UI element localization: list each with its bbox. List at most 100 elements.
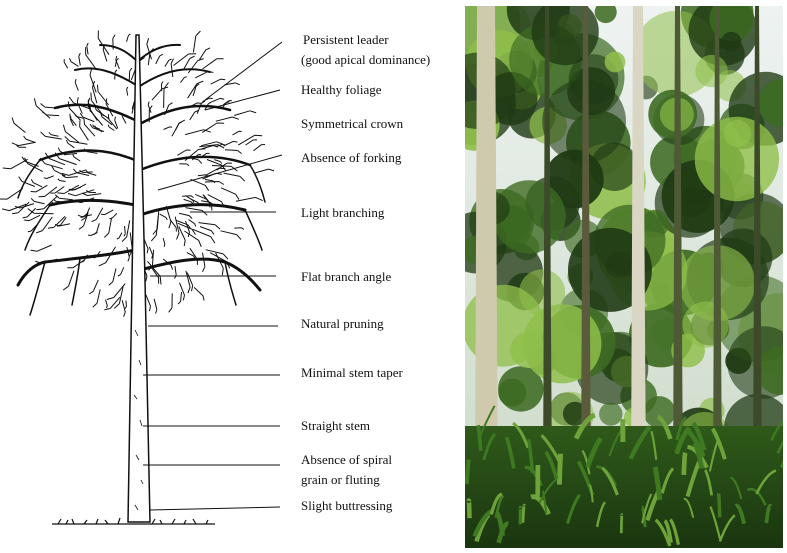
leaf-cluster [519, 269, 565, 315]
fern-frond [469, 501, 470, 519]
twig [176, 122, 182, 130]
label-straight-stem: Straight stem [301, 418, 370, 433]
twig [117, 233, 122, 240]
fern-frond [467, 460, 469, 484]
twig [70, 58, 79, 66]
twig [87, 43, 88, 55]
twig [203, 253, 205, 272]
twig [79, 213, 88, 230]
label-persistent-leader-1: Persistent leader [303, 32, 389, 47]
twig [221, 231, 241, 240]
twig [189, 220, 196, 227]
twig [236, 197, 263, 201]
fern-frond [621, 515, 622, 534]
twig [171, 59, 173, 77]
label-absence-spiral-1: Absence of spiral [301, 452, 392, 467]
twig [185, 208, 207, 216]
twig [94, 223, 100, 234]
twig [221, 188, 239, 200]
twig [24, 215, 40, 220]
leaf-cluster [695, 55, 727, 87]
twig [224, 173, 245, 181]
label-absence-spiral-2: grain or fluting [301, 472, 380, 487]
leaf-cluster [510, 332, 546, 368]
twig [24, 136, 35, 142]
leaf-cluster [605, 52, 626, 73]
twig [58, 179, 66, 182]
twig [183, 56, 194, 70]
twig [89, 280, 98, 294]
leaf-cluster [695, 117, 779, 201]
label-minimal-stem-taper: Minimal stem taper [301, 365, 403, 380]
twig [211, 79, 226, 84]
twig [118, 267, 124, 276]
label-symmetrical-crown: Symmetrical crown [301, 116, 404, 131]
twig [177, 150, 190, 155]
twig [82, 193, 101, 196]
twig [174, 54, 197, 66]
twig [41, 132, 62, 139]
twig [169, 293, 173, 312]
twig [200, 48, 211, 60]
twig [103, 44, 107, 61]
twig [202, 123, 224, 132]
twig [175, 266, 177, 279]
twig [210, 98, 224, 102]
twig [44, 176, 54, 179]
twig [234, 111, 256, 116]
fern-frond [684, 453, 685, 475]
twig [165, 59, 172, 66]
twig [191, 179, 209, 190]
label-flat-branch-angle: Flat branch angle [301, 269, 391, 284]
twig [104, 218, 111, 238]
twig [146, 295, 151, 312]
forest-floor [465, 426, 783, 548]
twig [49, 132, 59, 136]
twig [246, 140, 257, 145]
twig [254, 145, 266, 151]
twig [234, 228, 244, 230]
twig [86, 171, 96, 176]
twig [106, 99, 113, 117]
twig [3, 159, 28, 169]
twig [170, 220, 176, 232]
twig [101, 210, 113, 215]
twig [67, 260, 84, 268]
twig [12, 118, 25, 133]
twig [184, 231, 201, 247]
twig [179, 227, 185, 247]
twig [36, 217, 52, 233]
twig [203, 59, 224, 69]
label-slight-buttressing: Slight buttressing [301, 498, 393, 513]
twig [122, 220, 130, 241]
twig [109, 213, 117, 218]
twig [80, 113, 94, 122]
twig [172, 120, 185, 136]
twig [254, 169, 274, 173]
twig [180, 283, 185, 301]
twig [160, 214, 168, 220]
twig [12, 142, 36, 145]
fern-frond [523, 505, 525, 523]
twig [225, 150, 242, 154]
fern-frond [559, 454, 560, 485]
twig [93, 289, 100, 307]
twig [31, 198, 44, 203]
twig [186, 221, 190, 237]
label-light-branching: Light branching [301, 205, 385, 220]
twig [190, 111, 199, 121]
twig [233, 131, 242, 135]
twig [193, 31, 200, 52]
twig [125, 301, 126, 309]
twig [149, 247, 152, 259]
twig [164, 83, 169, 108]
twig [106, 300, 108, 308]
twig [194, 287, 204, 300]
twig [81, 208, 90, 221]
label-persistent-leader-2: (good apical dominance) [301, 52, 430, 67]
leaf-cluster [683, 302, 729, 348]
twig [178, 292, 181, 304]
leaf-cluster [721, 32, 741, 52]
tree-trunk [475, 6, 498, 486]
